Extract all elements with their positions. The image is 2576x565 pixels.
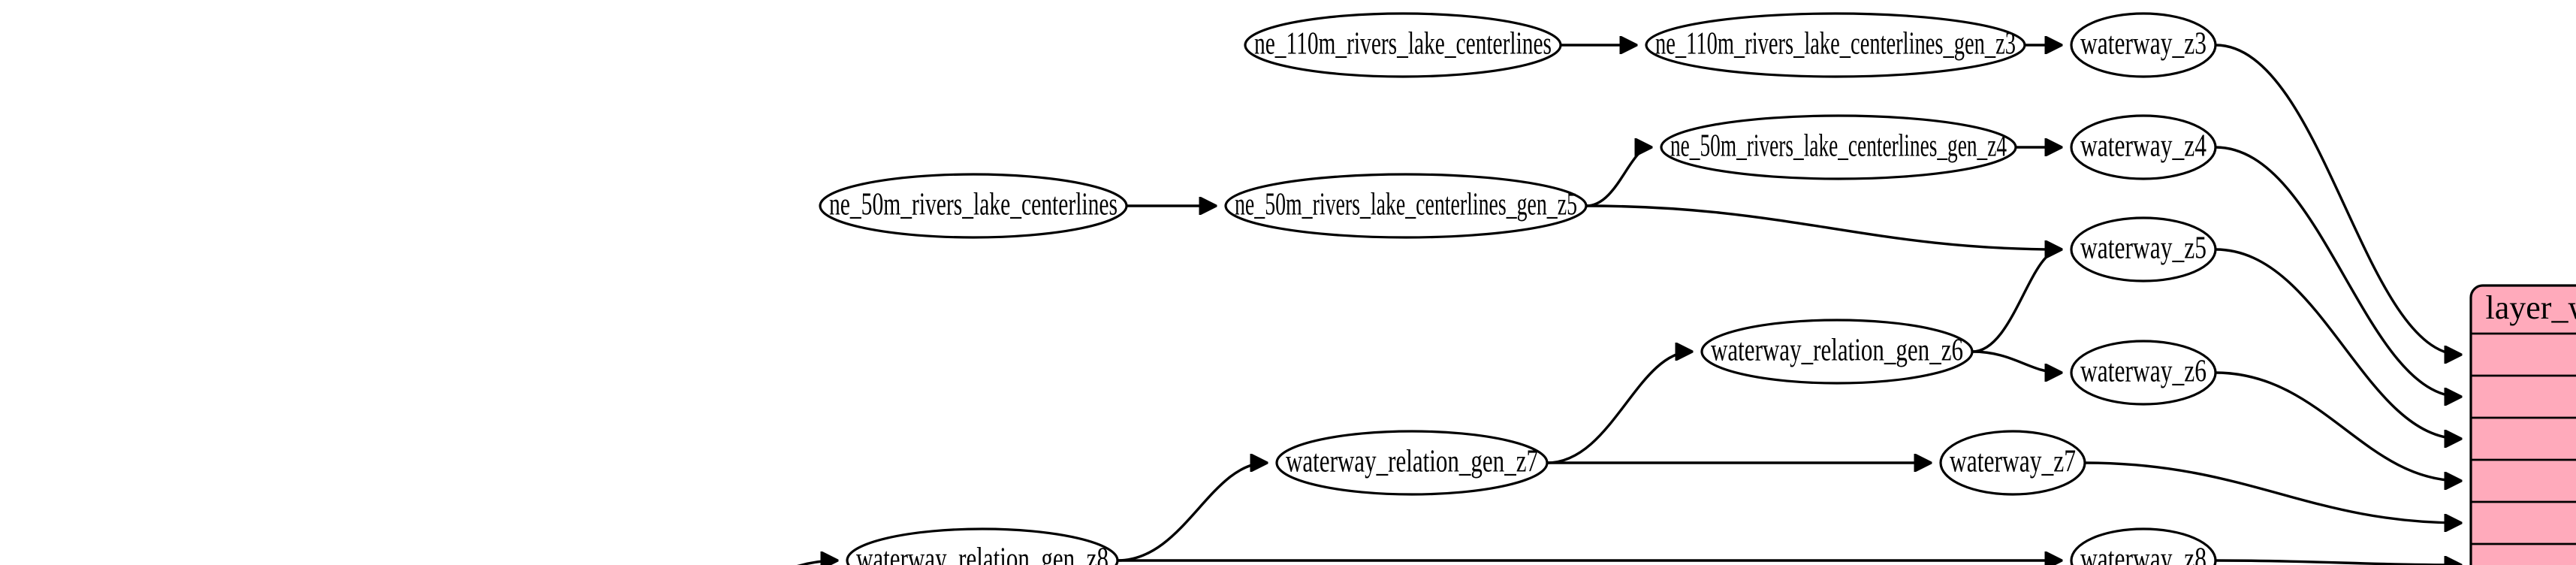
record-node-layer-waterway[interactable] [2469, 284, 2576, 565]
node-waterway_z5[interactable] [2070, 216, 2217, 282]
node-label-waterway_z8: waterway_z8 [2080, 542, 2206, 565]
edge-waterway_relation_gen_z7-to-waterway_relation_gen_z6 [1546, 352, 1691, 464]
node-waterway_z7[interactable] [1939, 430, 2086, 496]
edge-waterway_z7-to-layer_waterway-z7 [2084, 461, 2460, 523]
node-ne_50m_rivers_lake_centerlines_gen_z5[interactable] [1224, 173, 1588, 239]
edge-ne_50m_rivers_lake_centerlines_gen_z5-to-waterway_z5 [1585, 204, 2061, 249]
node-label-waterway_z4: waterway_z4 [2080, 129, 2206, 164]
node-label-waterway_z7: waterway_z7 [1950, 445, 2076, 479]
edge-waterway_z4-to-layer_waterway-z4 [2215, 146, 2460, 397]
node-ne_110m_rivers_lake_centerlines_gen_z3[interactable] [1645, 12, 2026, 78]
node-label-ne_110m_rivers_lake_centerlines_gen_z3: ne_110m_rivers_lake_centerlines_gen_z3 [1655, 27, 2016, 62]
node-label-ne_50m_rivers_lake_centerlines_gen_z4: ne_50m_rivers_lake_centerlines_gen_z4 [1670, 129, 2007, 164]
edge-waterway_z5-to-layer_waterway-z5 [2215, 248, 2460, 439]
node-label-waterway_z3: waterway_z3 [2080, 27, 2206, 62]
node-ne_110m_rivers_lake_centerlines[interactable] [1244, 12, 1562, 78]
node-label-ne_110m_rivers_lake_centerlines: ne_110m_rivers_lake_centerlines [1254, 27, 1552, 62]
node-waterway_relation_gen_z7[interactable] [1275, 430, 1549, 496]
node-label-waterway_z5: waterway_z5 [2080, 231, 2206, 266]
edge-layer [797, 44, 2460, 565]
edge-waterway_z6-to-layer_waterway-z6 [2215, 371, 2460, 481]
edge-waterway_relation_gen_z6-to-waterway_z5 [1971, 249, 2061, 353]
edge-waterway_z8-to-layer_waterway-z8 [2215, 560, 2460, 565]
edge-ne_50m_rivers_lake_centerlines_gen_z5-to-ne_50m_rivers_lake_centerlines_gen_z4 [1585, 147, 1651, 207]
edge-waterway_relation_gen_z6-to-waterway_z6 [1971, 350, 2061, 373]
node-waterway_relation_gen_z6[interactable] [1700, 319, 1974, 385]
node-waterway_z6[interactable] [2070, 340, 2217, 406]
node-waterway_z4[interactable] [2070, 114, 2217, 180]
node-label-waterway_relation_gen_z6: waterway_relation_gen_z6 [1711, 334, 1963, 368]
node-label-waterway_relation_gen_z7: waterway_relation_gen_z7 [1286, 445, 1538, 479]
node-waterway_z3[interactable] [2070, 12, 2217, 78]
node-label-waterway_z6: waterway_z6 [2080, 355, 2206, 389]
node-ne_50m_rivers_lake_centerlines_gen_z4[interactable] [1660, 114, 2017, 180]
node-label-waterway_relation_gen_z8: waterway_relation_gen_z8 [856, 542, 1109, 565]
node-label-ne_50m_rivers_lake_centerlines_gen_z5: ne_50m_rivers_lake_centerlines_gen_z5 [1235, 188, 1577, 222]
node-waterway_z8[interactable] [2070, 527, 2217, 565]
edge-waterway_z3-to-layer_waterway-z3 [2215, 44, 2460, 355]
record-title: layer_waterway [2486, 289, 2576, 326]
edge-waterway_relation_gen_z8-to-waterway_relation_gen_z7 [1117, 463, 1266, 562]
node-ne_50m_rivers_lake_centerlines[interactable] [819, 173, 1128, 239]
node-waterway_relation_gen_z8[interactable] [846, 527, 1119, 565]
edge-waterway_relation-to-waterway_relation_gen_z8 [797, 560, 837, 565]
node-layer: imposm3osm_waterway_relationosm_waterway… [819, 12, 2217, 565]
node-label-ne_50m_rivers_lake_centerlines: ne_50m_rivers_lake_centerlines [829, 188, 1118, 222]
record-node-layer: layer_waterwayz3z4z5z6z7z8z9z10z11z12z13… [2469, 284, 2576, 565]
